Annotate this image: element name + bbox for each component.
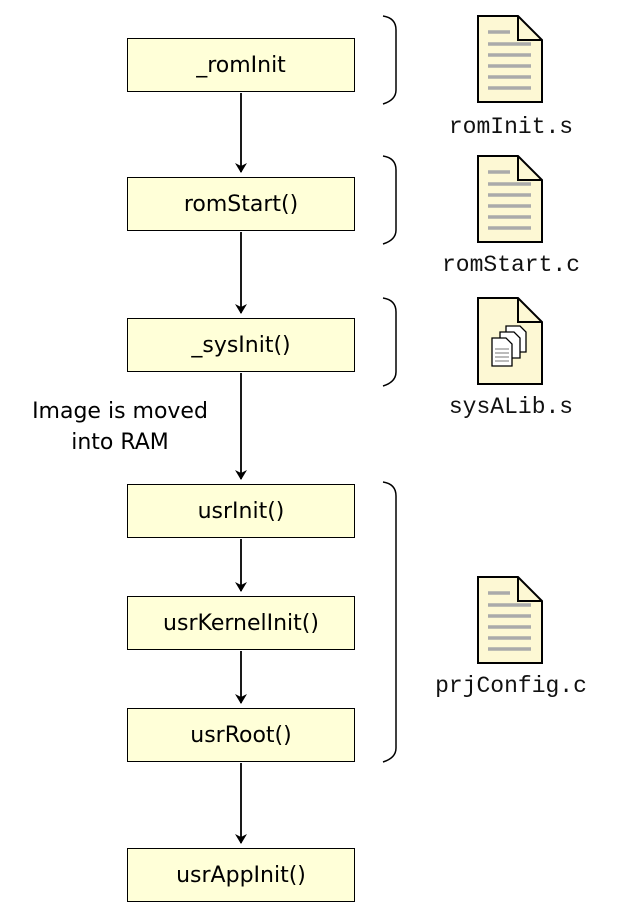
step-rominit: _romInit [127, 38, 355, 92]
step-romstart: romStart() [127, 177, 355, 231]
step-usrinit: usrInit() [127, 484, 355, 538]
multiple-documents-icon [477, 297, 543, 385]
file-label-prjconfig: prjConfig.c [435, 673, 587, 699]
ram-move-note: Image is moved into RAM [2, 396, 238, 458]
step-usrappinit: usrAppInit() [127, 848, 355, 902]
step-usrkernelinit: usrKernelInit() [127, 596, 355, 650]
group-braces [382, 15, 397, 763]
file-label-rominit: romInit.s [448, 114, 574, 140]
step-usrroot: usrRoot() [127, 708, 355, 762]
brace-usr-functions [382, 481, 397, 763]
brace-romstart [382, 155, 397, 245]
text-document-icon [477, 155, 543, 243]
file-label-sysalib: sysALib.s [448, 394, 574, 420]
ram-move-note-line2: into RAM [71, 430, 169, 455]
text-document-icon [477, 15, 543, 103]
ram-move-note-line1: Image is moved [32, 399, 208, 424]
brace-rominit [382, 15, 397, 105]
text-document-icon [477, 576, 543, 664]
step-sysinit: _sysInit() [127, 318, 355, 372]
file-label-romstart: romStart.c [441, 252, 581, 278]
brace-sysinit [382, 297, 397, 387]
